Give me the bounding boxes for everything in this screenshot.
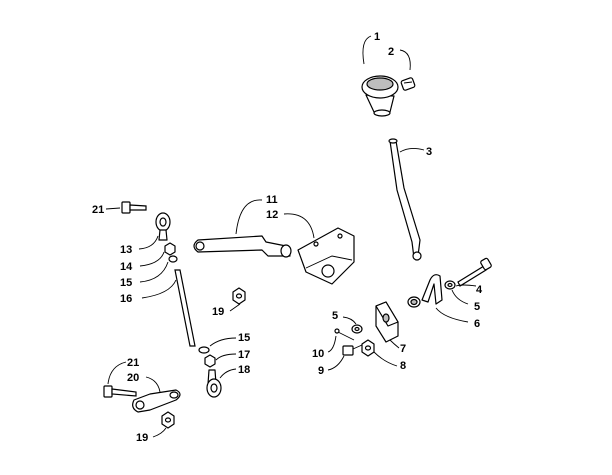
nut-19-lower (161, 411, 175, 429)
washer-15-lower (198, 346, 210, 354)
mounting-bracket (297, 227, 355, 285)
callout-13: 13 (120, 244, 132, 256)
set-screw (400, 77, 416, 91)
nut-8 (361, 339, 375, 357)
rod-end-18 (206, 369, 222, 398)
callout-19-upper: 19 (212, 306, 224, 318)
rod-end-13 (155, 212, 171, 241)
callout-15-upper: 15 (120, 277, 132, 289)
callout-5-left: 5 (332, 310, 338, 322)
callout-2: 2 (388, 46, 394, 58)
callout-11: 11 (266, 194, 278, 206)
nut-19-upper (232, 287, 246, 305)
callout-4: 4 (476, 284, 483, 296)
shift-arm-shaft (193, 235, 292, 258)
callout-18: 18 (238, 364, 250, 376)
clevis-bracket (407, 274, 443, 308)
callout-16: 16 (120, 293, 132, 305)
bolt-9 (342, 344, 363, 356)
shift-knob (361, 75, 399, 117)
callout-6: 6 (474, 318, 480, 330)
callout-21-upper: 21 (92, 204, 104, 216)
callout-14: 14 (120, 261, 133, 273)
callout-9: 9 (318, 365, 324, 377)
callout-19-lower: 19 (136, 432, 148, 444)
callout-10: 10 (312, 348, 324, 360)
bolt-21-upper (121, 201, 147, 214)
callout-20: 20 (127, 372, 139, 384)
callout-3: 3 (426, 146, 432, 158)
washer-15-upper (168, 255, 178, 263)
bolt-21-lower (103, 385, 137, 398)
pivot-block (375, 301, 399, 343)
callout-17: 17 (238, 349, 250, 361)
leader-lines (105, 35, 477, 438)
bolt-4 (457, 257, 492, 287)
callout-7: 7 (400, 343, 406, 355)
connecting-rod (174, 269, 196, 347)
callout-21-lower: 21 (127, 357, 139, 369)
nut-14 (164, 242, 176, 256)
nut-17 (204, 354, 216, 368)
callout-8: 8 (400, 360, 406, 372)
callout-12: 12 (266, 209, 278, 221)
washer-5-left (351, 324, 363, 334)
lever-arm-20 (132, 389, 181, 413)
callout-1: 1 (374, 31, 380, 43)
shift-lever (388, 138, 422, 261)
callout-labels: 1 2 3 4 5 5 6 7 8 9 10 11 12 13 14 15 15… (92, 31, 483, 444)
callout-5-right: 5 (474, 301, 480, 313)
washer-5-right (444, 280, 456, 290)
cotter-pin (334, 328, 355, 341)
callout-15-lower: 15 (238, 332, 250, 344)
